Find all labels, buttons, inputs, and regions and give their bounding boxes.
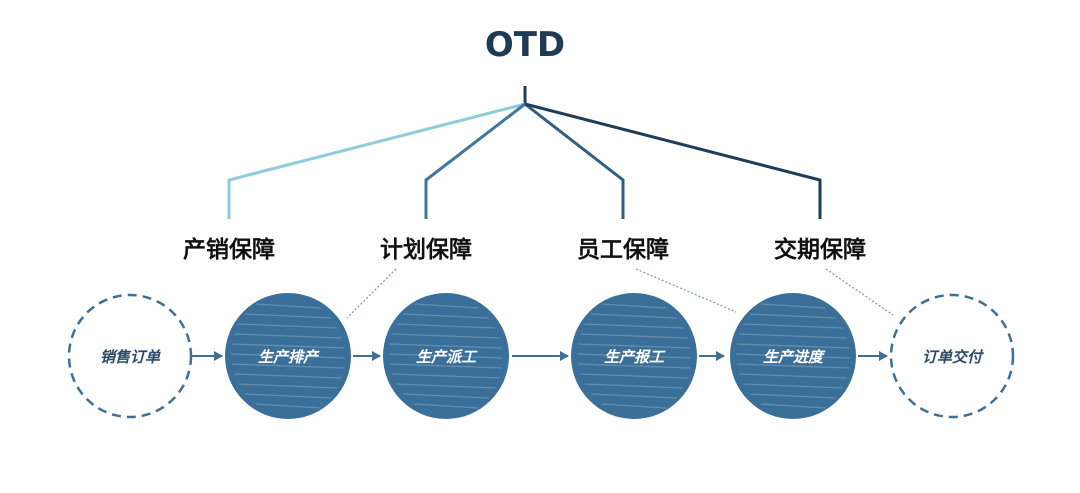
node-production-scheduling-scribble [231,343,345,349]
node-production-progress-scribble [743,323,843,329]
node-production-reporting-scribble [580,333,688,339]
node-production-dispatch-scribble [396,323,496,329]
node-production-scheduling-scribble [234,373,342,379]
node-production-progress-scribble [743,383,843,389]
node-production-scheduling-scribble [255,303,321,309]
node-production-dispatch [383,293,509,419]
pillar-label-staff: 员工保障 [577,236,669,263]
node-production-progress-scribble [735,353,851,359]
node-production-scheduling-scribble [245,313,331,319]
node-production-reporting-scribble [584,323,684,329]
node-production-reporting-scribble [591,393,677,399]
connector-delivery-to-order-delivery [825,268,894,316]
node-production-reporting-scribble [591,313,677,319]
step-label-order-delivery: 订单交付 [922,348,985,366]
node-production-reporting-scribble [576,353,692,359]
node-production-progress-scribble [760,303,826,309]
node-production-progress-scribble [739,333,847,339]
branch-lines [227,102,822,219]
branch-line-staff [524,102,625,219]
node-production-progress-scribble [750,313,836,319]
node-production-progress-scribble [736,363,850,369]
node-production-reporting-scribble [580,373,688,379]
node-order-delivery [889,293,1015,419]
process-nodes [67,293,1015,419]
node-production-dispatch-scribble [392,373,500,379]
node-production-scheduling-scribble [245,393,331,399]
root-label: OTD [485,25,565,65]
pillar-label-planning: 计划保障 [380,236,472,263]
node-production-reporting-scribble [577,343,691,349]
node-production-scheduling-scribble [234,333,342,339]
node-production-scheduling [225,293,351,419]
node-production-progress-scribble [739,373,847,379]
node-production-progress-scribble [736,343,850,349]
step-label-production-scheduling: 生产排产 [258,348,320,366]
node-sales-order [67,293,193,419]
node-production-reporting-scribble [577,363,691,369]
branch-line-planning [424,102,526,219]
dotted-connectors [346,268,894,319]
node-production-scheduling-scribble [238,383,338,389]
step-label-production-dispatch: 生产派工 [416,348,478,366]
node-production-dispatch-scribble [403,393,489,399]
node-production-dispatch-scribble [403,313,489,319]
node-production-dispatch-scribble [392,333,500,339]
node-production-reporting-scribble [601,303,667,309]
node-production-dispatch-scribble [413,303,479,309]
branch-line-production-sales [227,102,526,219]
node-production-dispatch-scribble [396,383,496,389]
step-label-production-progress: 生产进度 [763,348,826,366]
node-production-progress [730,293,856,419]
step-label-sales-order: 销售订单 [100,348,161,366]
pillar-label-production-sales: 产销保障 [183,236,275,263]
branch-line-delivery [524,102,822,219]
node-production-scheduling-scribble [255,403,321,409]
node-production-dispatch-scribble [389,343,503,349]
step-label-production-reporting: 生产报工 [604,348,666,366]
connector-planning-to-scheduling [346,268,397,319]
node-production-dispatch-scribble [413,403,479,409]
node-production-reporting-scribble [601,403,667,409]
node-production-scheduling-scribble [231,363,345,369]
node-production-progress-scribble [750,393,836,399]
node-production-progress-scribble [760,403,826,409]
pillar-label-delivery: 交期保障 [774,236,866,263]
node-production-reporting-scribble [584,383,684,389]
node-production-reporting [571,293,697,419]
node-production-scheduling-scribble [238,323,338,329]
node-production-dispatch-scribble [389,363,503,369]
node-production-dispatch-scribble [388,353,504,359]
node-production-scheduling-scribble [230,353,346,359]
